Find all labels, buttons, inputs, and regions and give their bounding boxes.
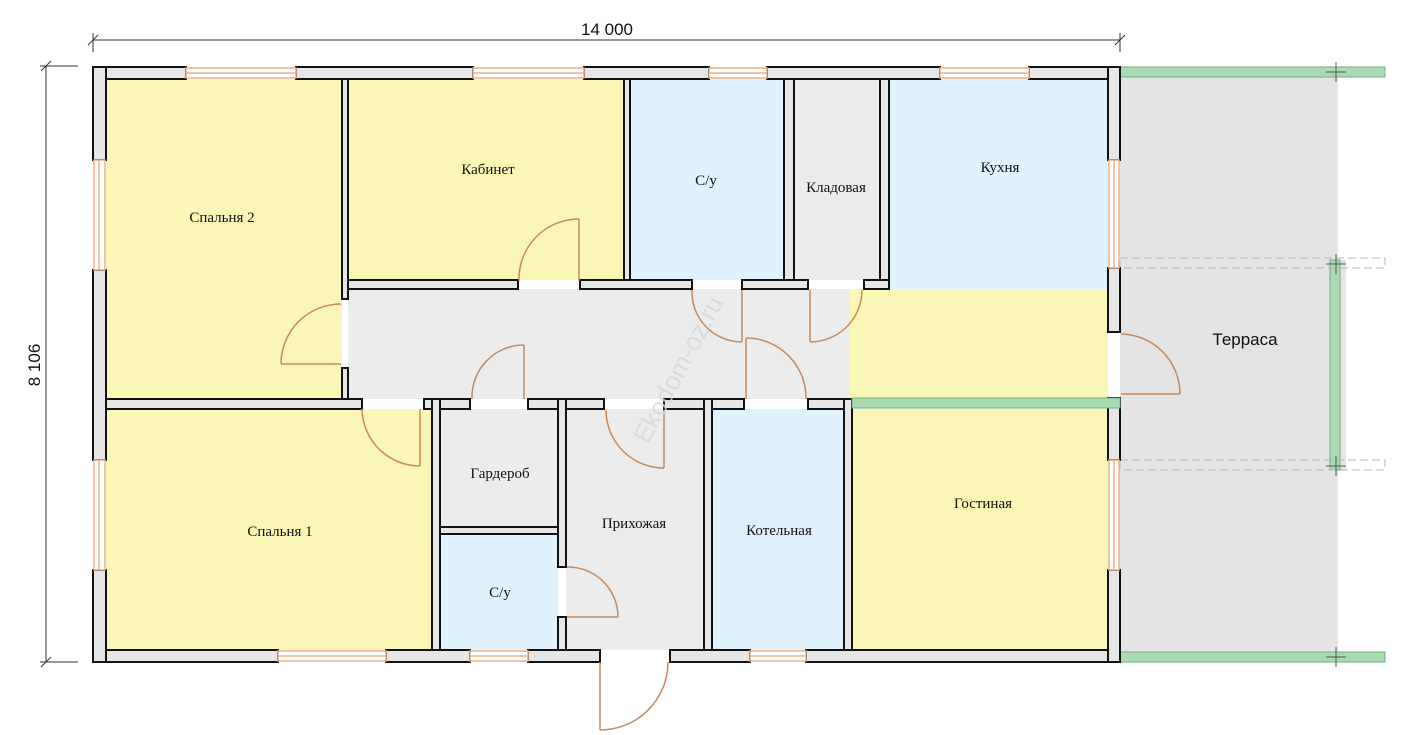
label-bedroom2: Спальня 2 <box>189 210 254 226</box>
doors <box>280 218 1181 731</box>
room-kitchen <box>889 79 1108 289</box>
door-bath-bottom <box>566 566 619 618</box>
room-bedroom1 <box>106 409 432 650</box>
door-boiler <box>745 337 807 400</box>
label-office: Кабинет <box>461 162 515 178</box>
label-bath-top: С/у <box>695 173 717 189</box>
door-pantry <box>809 289 863 343</box>
label-living: Гостиная <box>954 496 1012 512</box>
room-boiler <box>712 409 844 650</box>
terrace-area <box>1119 62 1386 667</box>
room-corridor <box>348 289 850 399</box>
label-terrace: Терраса <box>1212 330 1278 349</box>
dimension-width: 14 000 <box>87 20 1126 52</box>
door-entrance <box>599 661 669 731</box>
door-office <box>518 218 580 282</box>
door-bedroom1 <box>361 408 421 467</box>
label-bath-bottom: С/у <box>489 585 511 601</box>
label-bedroom1: Спальня 1 <box>247 524 312 540</box>
dimension-height-label: 8 106 <box>25 344 44 387</box>
room-fills <box>106 79 1108 650</box>
room-pantry <box>794 79 880 280</box>
room-office <box>348 79 624 280</box>
door-bedroom2 <box>280 303 342 365</box>
room-living <box>852 409 1108 650</box>
door-hall <box>605 409 665 469</box>
room-hall <box>566 409 704 650</box>
room-bath-bottom <box>440 534 558 650</box>
label-boiler: Котельная <box>746 523 812 539</box>
label-pantry: Кладовая <box>806 180 866 196</box>
room-bedroom2 <box>106 79 342 399</box>
interior-walls <box>105 78 890 651</box>
room-wardrobe <box>440 409 558 527</box>
label-kitchen: Кухня <box>981 160 1020 176</box>
label-hall: Прихожая <box>602 516 666 532</box>
dimension-height: 8 106 <box>25 60 78 668</box>
living-rail <box>851 397 1121 409</box>
outer-walls <box>92 66 1121 663</box>
label-wardrobe: Гардероб <box>470 466 530 482</box>
door-terrace <box>1120 333 1181 395</box>
dimension-width-label: 14 000 <box>581 20 633 39</box>
room-bath-top <box>630 79 784 280</box>
door-wardrobe <box>471 344 525 400</box>
door-bath-top <box>691 289 743 343</box>
room-labels: Спальня 2 Кабинет С/у Кладовая Кухня Тер… <box>189 160 1278 601</box>
windows <box>93 67 1120 662</box>
room-kitchen-dining <box>850 289 1108 399</box>
